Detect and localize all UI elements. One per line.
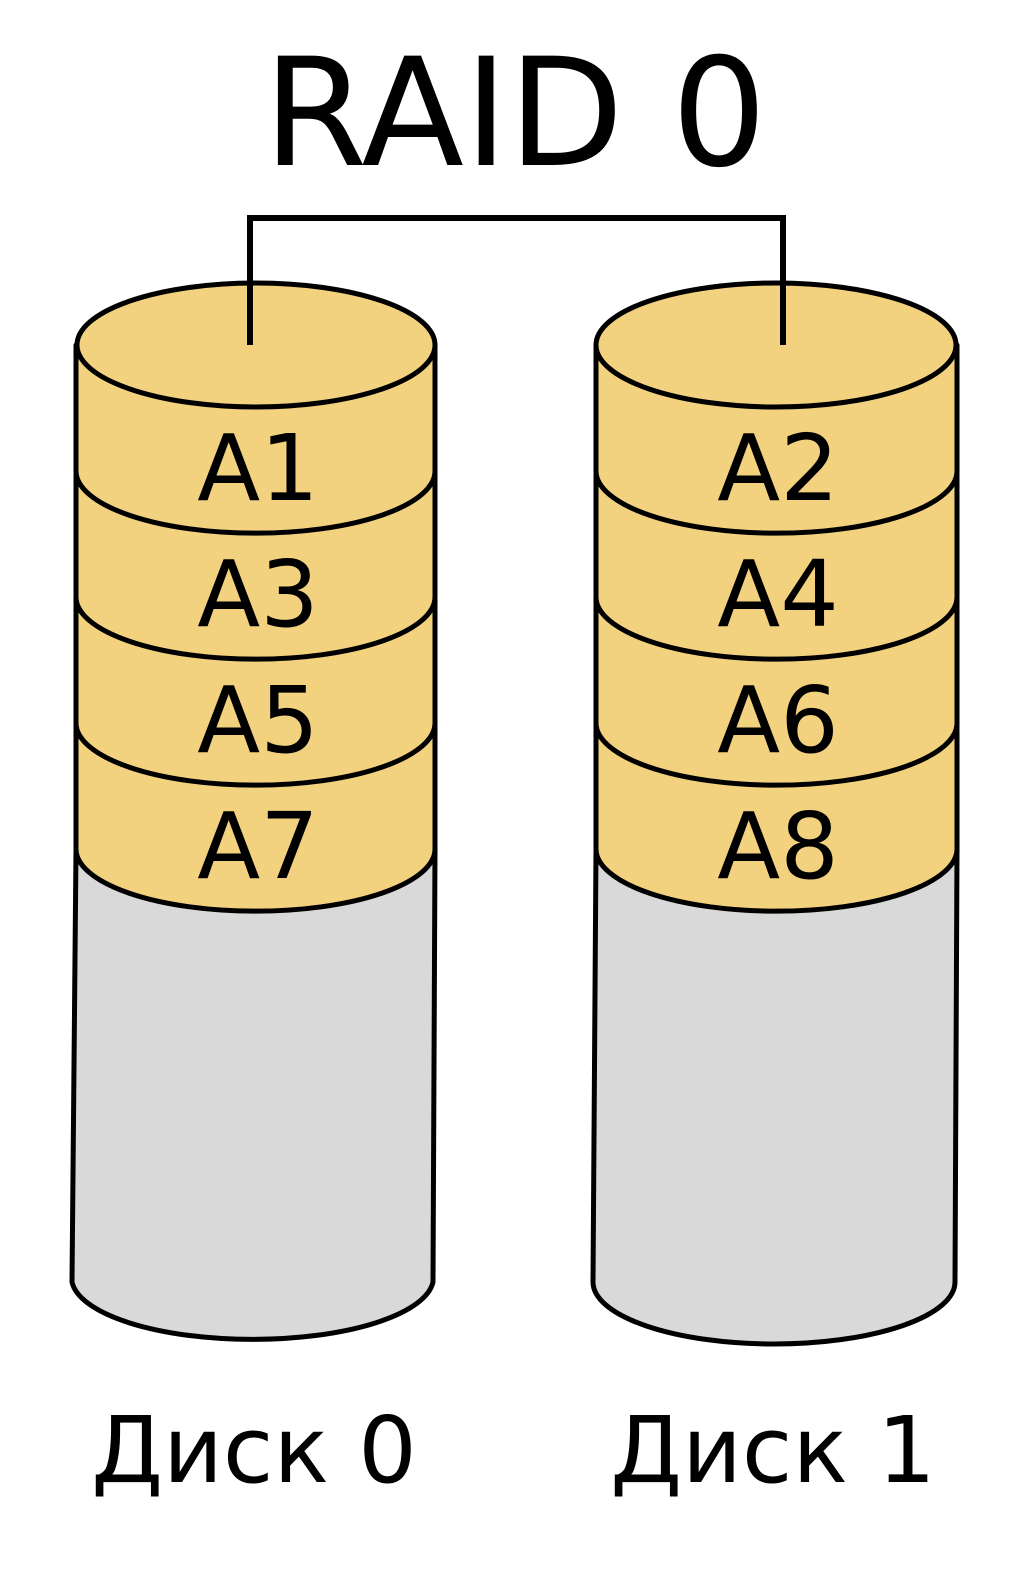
disk-0-label: Диск 0 bbox=[91, 1397, 417, 1504]
disk-1-label: Диск 1 bbox=[610, 1397, 936, 1504]
disk-1-top-cap bbox=[593, 280, 959, 410]
disk-1-empty-body bbox=[590, 847, 960, 1347]
diagram-title: RAID 0 bbox=[263, 27, 767, 201]
disk-0-top-cap bbox=[74, 280, 438, 410]
disk-1-block-label-1: A4 bbox=[717, 541, 838, 648]
disk-0-block-label-2: A5 bbox=[197, 667, 318, 774]
disk-1-block-label-3: A8 bbox=[717, 793, 838, 900]
disk-0-block-label-0: A1 bbox=[197, 415, 318, 522]
disk-1-block-label-2: A6 bbox=[717, 667, 838, 774]
disk-0-empty-body bbox=[69, 847, 438, 1342]
disk-1-block-label-0: A2 bbox=[717, 415, 838, 522]
disk-0-block-label-3: A7 bbox=[197, 793, 318, 900]
disk-0-block-label-1: A3 bbox=[197, 541, 318, 648]
